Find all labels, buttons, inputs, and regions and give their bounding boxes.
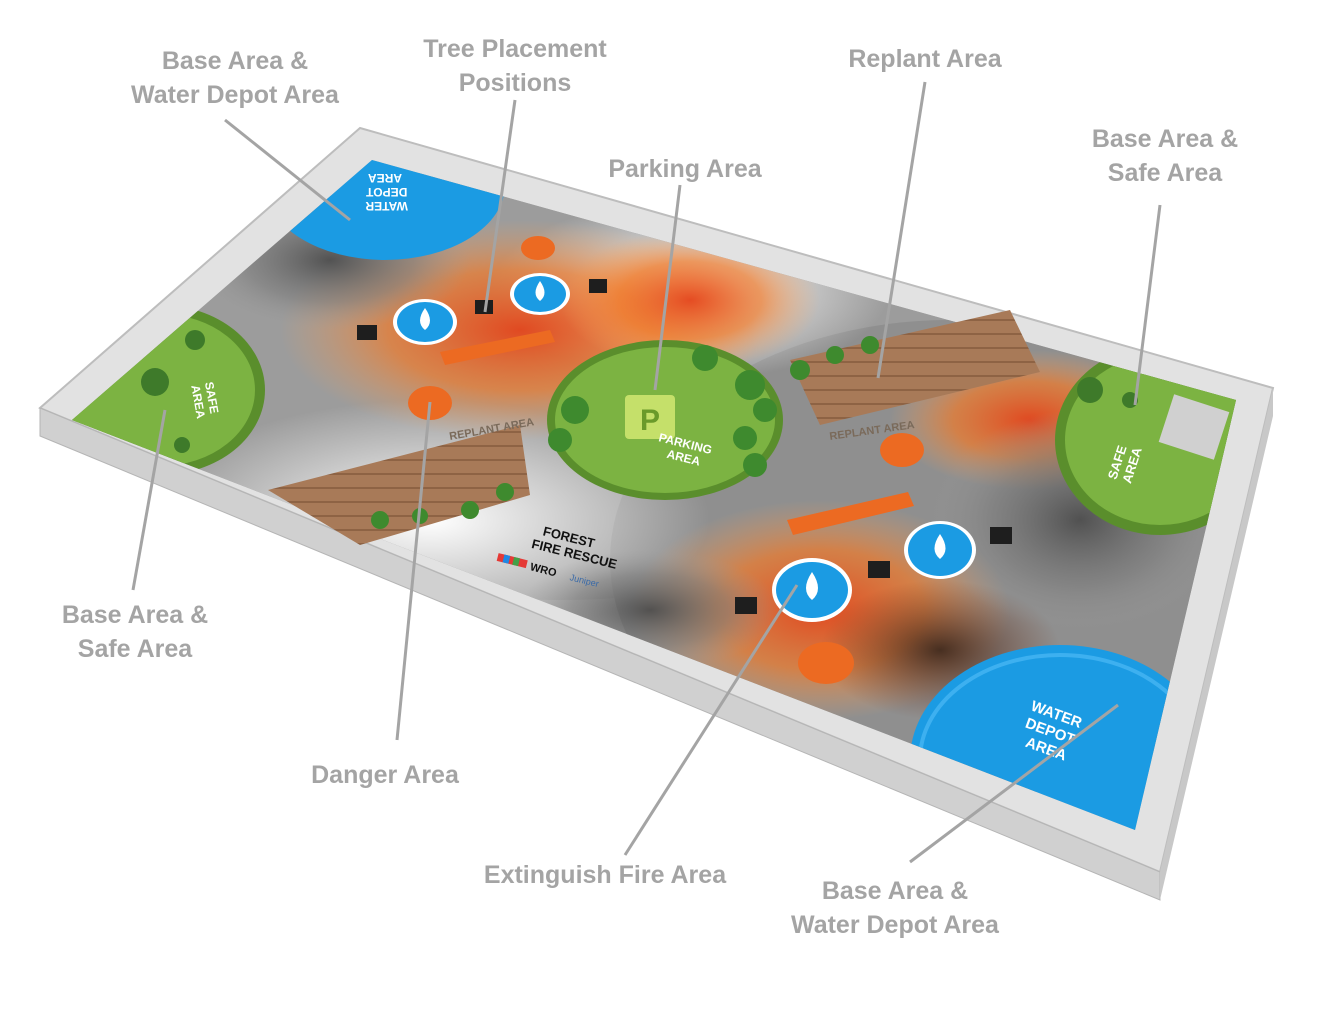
callout-tree-placement: Tree Placement Positions — [390, 32, 640, 100]
tree-square — [868, 561, 890, 578]
tree-square — [475, 300, 493, 314]
tree-square — [357, 325, 377, 340]
callout-line: Base Area & — [61, 601, 209, 629]
leader-line-base-water-br — [909, 703, 1119, 864]
callout-line: Parking Area — [608, 155, 762, 183]
leader-line-parking — [653, 184, 682, 391]
parking-sign-icon — [625, 395, 675, 439]
parking-area: P PARKING AREA — [547, 340, 783, 500]
parking-letter: P — [640, 404, 660, 437]
callout-line: Water Depot Area — [791, 911, 999, 939]
callout-base-water-top-left: Base Area & Water Depot Area — [100, 44, 370, 112]
callout-base-safe-top-right: Base Area & Safe Area — [1060, 122, 1270, 190]
leader-line-base-water-tl — [224, 118, 351, 222]
tree-square — [589, 279, 607, 293]
leader-line-danger — [395, 401, 432, 741]
tree-square — [990, 527, 1012, 544]
callout-line: Base Area & — [161, 47, 309, 75]
callout-line: Water Depot Area — [131, 81, 339, 109]
callout-base-water-bottom-right: Base Area & Water Depot Area — [760, 874, 1030, 942]
leader-line-base-safe-bl — [131, 409, 167, 591]
callout-line: Danger Area — [311, 761, 459, 789]
tree-square — [735, 597, 757, 614]
tree-placement-squares — [357, 279, 1012, 614]
callout-line: Safe Area — [1107, 159, 1223, 187]
leader-line-replant — [876, 81, 927, 379]
callout-line: Extinguish Fire Area — [483, 861, 727, 889]
callout-base-safe-bottom-left: Base Area & Safe Area — [30, 598, 240, 666]
callout-parking: Parking Area — [580, 152, 790, 186]
callout-extinguish: Extinguish Fire Area — [450, 858, 760, 892]
callout-danger: Danger Area — [280, 758, 490, 792]
callout-line: Base Area & — [1091, 125, 1239, 153]
danger-marker — [798, 642, 854, 684]
callout-line: Safe Area — [77, 635, 193, 663]
callout-line: Tree Placement — [423, 35, 607, 63]
leader-line-extinguish — [623, 584, 799, 856]
callout-line: Base Area & — [821, 877, 969, 905]
callout-line: Positions — [458, 69, 572, 97]
leader-lines — [131, 81, 1162, 864]
danger-marker — [880, 433, 924, 467]
callout-replant: Replant Area — [820, 42, 1030, 76]
water-depot-label-1: WATER DEPOT AREA — [362, 171, 408, 213]
extinguish-markers — [393, 273, 976, 622]
callout-line: Replant Area — [848, 45, 1002, 73]
danger-marker — [521, 236, 555, 260]
orange-bars — [440, 330, 914, 535]
leader-line-tree — [483, 99, 517, 313]
water-depot-area-top-left: WATER DEPOT AREA — [265, 160, 505, 260]
leader-line-base-safe-tr — [1133, 204, 1162, 406]
safe-label-1: SAFE AREA — [188, 381, 222, 421]
